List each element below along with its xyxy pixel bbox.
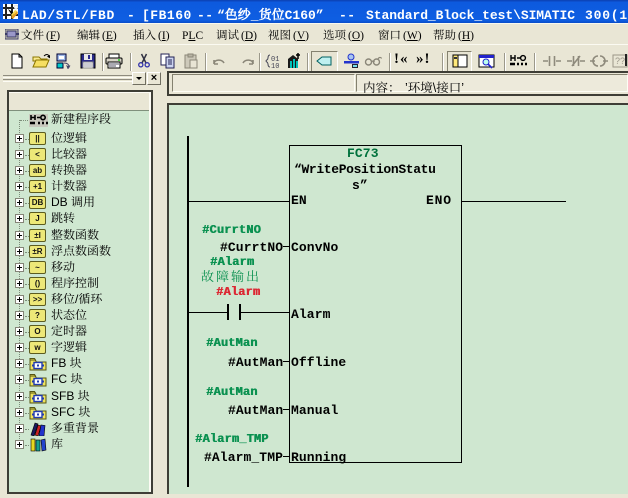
svg-text:??: ??	[615, 56, 625, 66]
svg-text:10: 10	[271, 63, 279, 69]
svg-text:01: 01	[271, 56, 279, 64]
